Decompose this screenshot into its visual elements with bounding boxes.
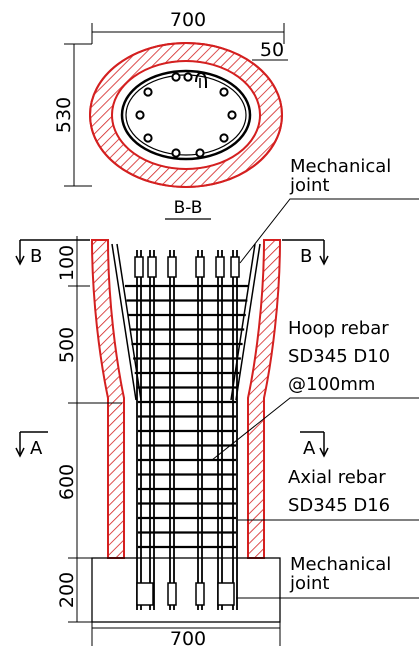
section-axial-bars xyxy=(135,72,237,158)
axial-bar xyxy=(183,72,193,82)
axial-bar xyxy=(195,148,205,158)
section-hoop-hook xyxy=(195,72,207,88)
joint-top-label-line2: joint xyxy=(289,175,329,196)
hoop-leader xyxy=(211,397,419,461)
axial-label-line1: Axial rebar xyxy=(288,467,386,488)
axial-bar xyxy=(143,133,153,143)
hoop-label-line1: Hoop rebar xyxy=(288,318,389,339)
section-b-right-label: B xyxy=(300,246,312,267)
elevation-top-joints xyxy=(134,256,240,278)
axial-label-line2: SD345 D16 xyxy=(288,495,390,516)
section-a-left-label: A xyxy=(30,438,43,459)
joint-top-leader xyxy=(239,198,419,264)
section-mark-a: A A xyxy=(15,431,329,459)
axial-bar xyxy=(171,148,181,158)
hoop-label-line2: SD345 D10 xyxy=(288,346,390,367)
section-b-left-label: B xyxy=(30,246,42,267)
joint-bottom-label-line2: joint xyxy=(289,573,329,594)
axial-bar xyxy=(219,87,229,97)
axial-bar xyxy=(227,110,237,120)
axial-bar xyxy=(219,133,229,143)
joint-top-label-line1: Mechanical xyxy=(290,156,391,177)
elevation-view: B B A A 100 500 600 200 xyxy=(15,236,329,650)
hoop-label-line3: @100mm xyxy=(288,374,375,395)
elevation-hoops xyxy=(125,284,249,549)
taper-height-label: 500 xyxy=(56,327,78,363)
section-width-label: 700 xyxy=(170,9,206,31)
axial-bar xyxy=(171,72,181,82)
base-width-label: 700 xyxy=(170,628,206,650)
section-height-label: 530 xyxy=(53,97,75,133)
section-a-right-label: A xyxy=(303,438,316,459)
base-height-label: 200 xyxy=(56,572,78,608)
section-b-b: 700 50 530 B-B xyxy=(53,9,288,220)
elevation-footing xyxy=(91,557,281,623)
top-height-label: 100 xyxy=(56,245,78,281)
section-title: B-B xyxy=(174,198,203,218)
axial-bar xyxy=(135,110,145,120)
elevation-bottom-joints xyxy=(136,582,235,606)
joint-bottom-label-line1: Mechanical xyxy=(290,554,391,575)
section-cover-label: 50 xyxy=(260,39,284,61)
axial-bar xyxy=(143,87,153,97)
elevation-inclined-bars xyxy=(111,243,261,401)
elevation-height-dims xyxy=(68,236,122,623)
annotations: Mechanical joint Hoop rebar SD345 D10 @1… xyxy=(211,156,419,599)
column-height-label: 600 xyxy=(56,464,78,500)
section-hoop xyxy=(120,69,252,161)
